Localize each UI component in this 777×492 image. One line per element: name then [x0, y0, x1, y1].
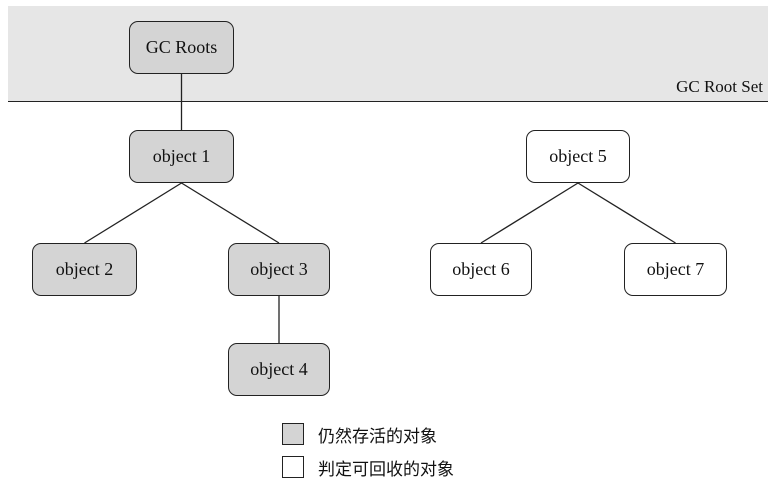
node-object-7: object 7	[624, 243, 727, 296]
gc-root-set-label: GC Root Set	[676, 77, 763, 96]
node-object-1: object 1	[129, 130, 234, 183]
legend-swatch-dead	[282, 456, 304, 478]
legend-item-dead: 判定可回收的对象	[282, 453, 522, 481]
node-object-5: object 5	[526, 130, 630, 183]
edge-object-1-to-object-3	[181, 182, 280, 244]
legend: 仍然存活的对象 判定可回收的对象	[282, 420, 522, 486]
legend-swatch-alive	[282, 423, 304, 445]
node-object-2: object 2	[32, 243, 137, 296]
edge-object-5-to-object-6	[480, 182, 579, 244]
legend-item-alive: 仍然存活的对象	[282, 420, 522, 448]
legend-label-dead: 判定可回收的对象	[318, 459, 454, 480]
edge-object-5-to-object-7	[577, 182, 676, 244]
node-object-3: object 3	[228, 243, 330, 296]
node-gc-roots: GC Roots	[129, 21, 234, 74]
node-object-4: object 4	[228, 343, 330, 396]
node-object-6: object 6	[430, 243, 532, 296]
legend-label-alive: 仍然存活的对象	[318, 426, 437, 447]
edge-object-1-to-object-2	[84, 182, 182, 244]
